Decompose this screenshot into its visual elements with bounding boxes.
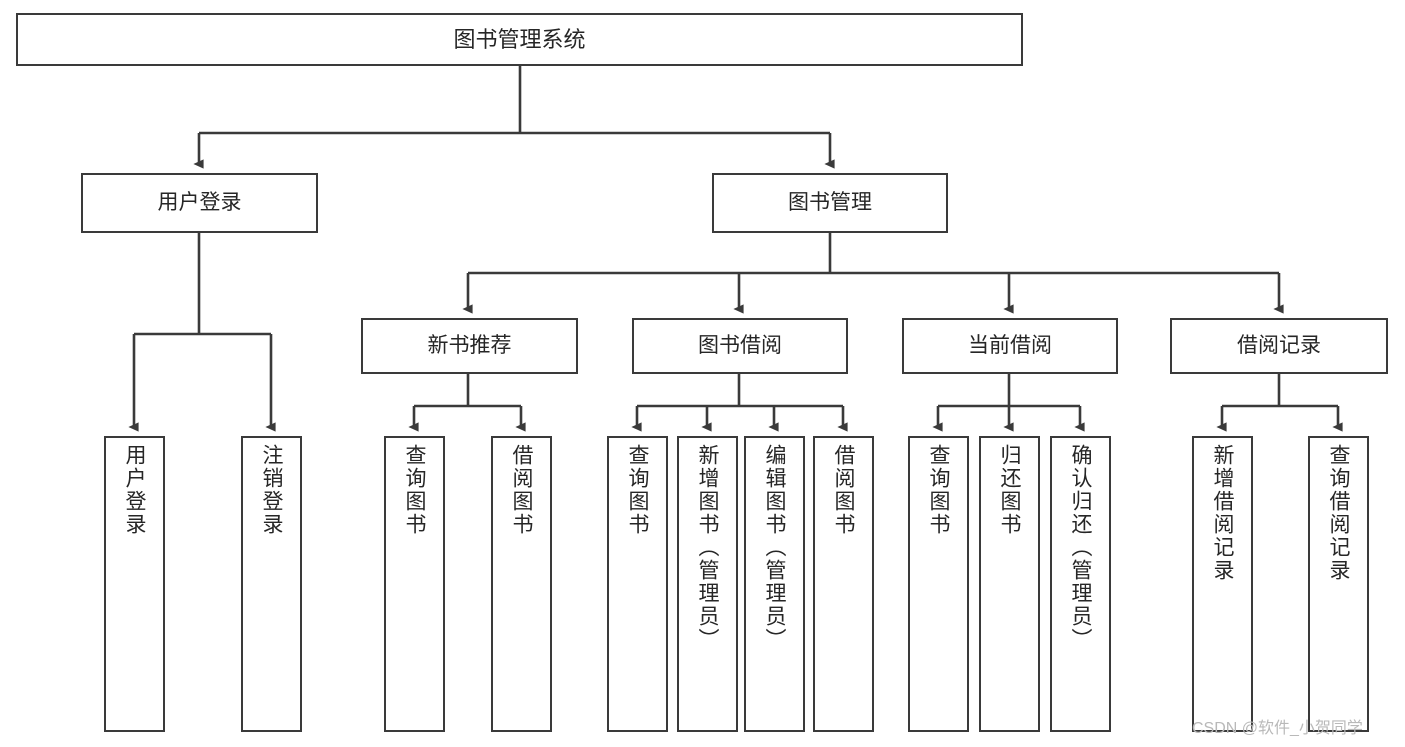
node-label: 注销登录 xyxy=(260,444,283,536)
node-label: 新书推荐 xyxy=(427,333,512,357)
node-label: 借阅图书 xyxy=(832,444,855,536)
leaf-book-borrow-borrow-book[interactable]: 借阅图书 xyxy=(813,436,874,732)
leaf-user-login-logout[interactable]: 注销登录 xyxy=(241,436,302,732)
node-label: 借阅图书 xyxy=(510,444,533,536)
node-label: 用户登录 xyxy=(123,444,146,536)
node-label: 查询借阅记录 xyxy=(1327,444,1350,582)
node-label: 新增借阅记录 xyxy=(1211,444,1234,582)
node-root-book-management-system[interactable]: 图书管理系统 xyxy=(16,13,1023,66)
leaf-book-borrow-query-book[interactable]: 查询图书 xyxy=(607,436,668,732)
leaf-borrow-record-add-record[interactable]: 新增借阅记录 xyxy=(1192,436,1253,732)
node-label: 图书管理 xyxy=(788,190,872,214)
node-borrow-record[interactable]: 借阅记录 xyxy=(1170,318,1388,374)
node-label: 借阅记录 xyxy=(1237,333,1321,357)
leaf-book-borrow-edit-book-admin[interactable]: 编辑图书（管理员） xyxy=(744,436,805,732)
node-user-login[interactable]: 用户登录 xyxy=(81,173,318,233)
leaf-current-borrow-confirm-return-admin[interactable]: 确认归还（管理员） xyxy=(1050,436,1111,732)
node-label: 用户登录 xyxy=(157,190,242,214)
node-book-management[interactable]: 图书管理 xyxy=(712,173,948,233)
node-label: 查询图书 xyxy=(626,444,649,536)
node-label: 图书管理系统 xyxy=(453,26,586,52)
leaf-borrow-record-query-record[interactable]: 查询借阅记录 xyxy=(1308,436,1369,732)
csdn-watermark: CSDN @软件_小贺同学 xyxy=(1192,720,1363,737)
node-new-book-recommendation[interactable]: 新书推荐 xyxy=(361,318,578,374)
node-label: 编辑图书（管理员） xyxy=(763,444,786,651)
leaf-new-book-borrow-book[interactable]: 借阅图书 xyxy=(491,436,552,732)
node-book-borrow[interactable]: 图书借阅 xyxy=(632,318,848,374)
leaf-current-borrow-return-book[interactable]: 归还图书 xyxy=(979,436,1040,732)
node-label: 当前借阅 xyxy=(968,333,1052,357)
node-label: 查询图书 xyxy=(403,444,426,536)
node-current-borrow[interactable]: 当前借阅 xyxy=(902,318,1118,374)
leaf-new-book-query-book[interactable]: 查询图书 xyxy=(384,436,445,732)
leaf-user-login-login[interactable]: 用户登录 xyxy=(104,436,165,732)
node-label: 归还图书 xyxy=(998,444,1021,536)
node-label: 查询图书 xyxy=(927,444,950,536)
node-label: 新增图书（管理员） xyxy=(696,444,719,651)
node-label: 图书借阅 xyxy=(698,333,782,357)
leaf-current-borrow-query-book[interactable]: 查询图书 xyxy=(908,436,969,732)
leaf-book-borrow-add-book-admin[interactable]: 新增图书（管理员） xyxy=(677,436,738,732)
node-label: 确认归还（管理员） xyxy=(1069,444,1092,651)
